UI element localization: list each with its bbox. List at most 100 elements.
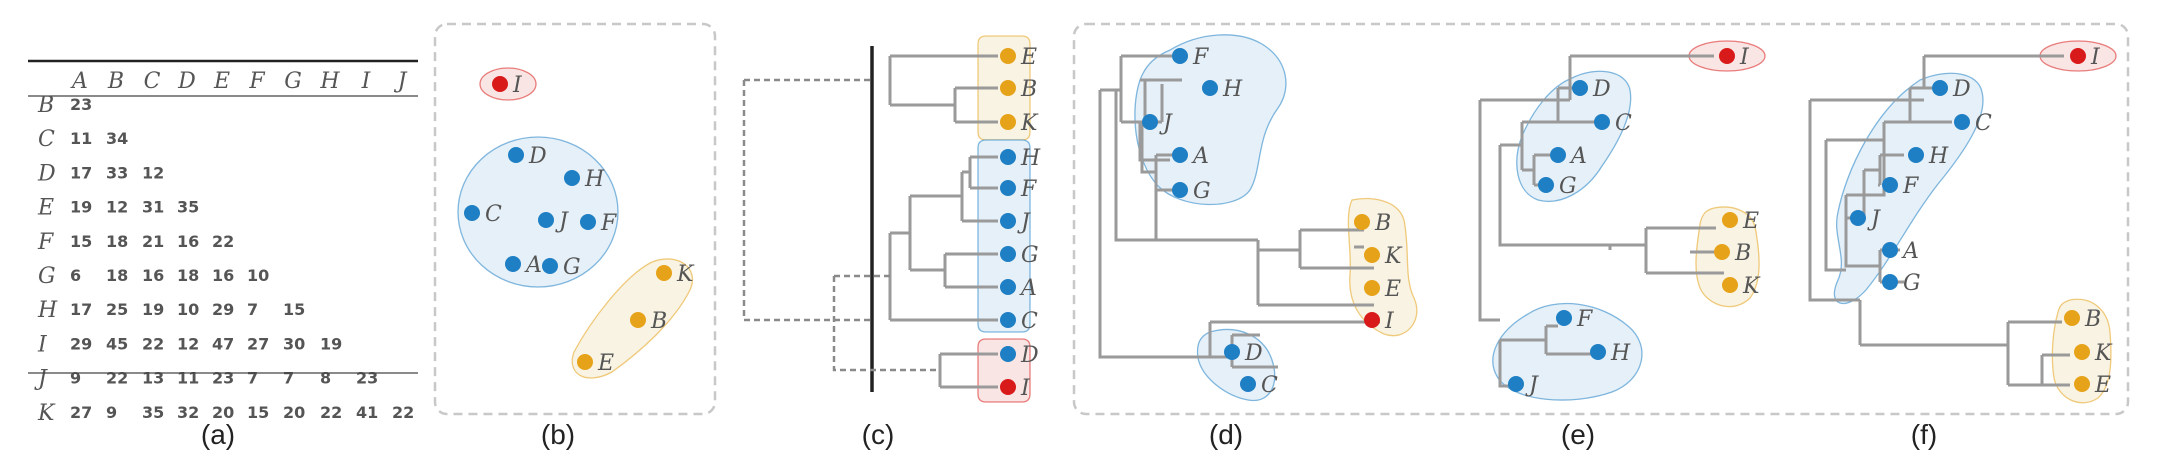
row-header: D xyxy=(37,161,56,186)
node-f-label: F xyxy=(600,211,617,236)
node-e-dot xyxy=(2074,376,2090,392)
node-k-dot xyxy=(1722,277,1738,293)
matrix-cell: 32 xyxy=(177,403,199,422)
node-h-label: H xyxy=(1222,77,1243,102)
node-j-dot xyxy=(538,212,554,228)
matrix-cell: 25 xyxy=(106,300,128,319)
caption-a: (a) xyxy=(201,419,235,450)
matrix-cell: 22 xyxy=(392,403,414,422)
cluster-blue-region xyxy=(1492,302,1643,401)
tree-edge xyxy=(1478,98,1570,322)
matrix-cell: 13 xyxy=(142,369,164,388)
dashed-link xyxy=(742,78,872,322)
node-a-dot xyxy=(1000,279,1016,295)
node-k-dot xyxy=(2074,344,2090,360)
node-i-label: I xyxy=(1739,45,1750,70)
node-g-dot xyxy=(542,258,558,274)
tree-edge xyxy=(1556,86,1598,124)
matrix-cell: 34 xyxy=(106,129,128,148)
node-f-dot xyxy=(580,214,596,230)
node-e-label: E xyxy=(1020,45,1037,70)
node-d-label: D xyxy=(1952,77,1971,102)
node-h-dot xyxy=(1202,80,1218,96)
node-g-dot xyxy=(1000,246,1016,262)
matrix-cell: 18 xyxy=(106,232,128,251)
node-f-label: F xyxy=(1576,307,1593,332)
node-b-label: B xyxy=(2084,307,2101,332)
node-a-label: A xyxy=(524,253,542,278)
matrix-cell: 17 xyxy=(70,300,92,319)
tree-edge xyxy=(1208,320,1380,357)
matrix-cell: 19 xyxy=(320,334,342,353)
node-k-label: K xyxy=(676,262,695,287)
matrix-cell: 29 xyxy=(70,334,92,353)
matrix-cell: 16 xyxy=(142,266,164,285)
matrix-cell: 33 xyxy=(106,163,128,182)
node-j-dot xyxy=(1508,376,1524,392)
matrix-cell: 11 xyxy=(70,129,92,148)
node-b-label: B xyxy=(1374,211,1391,236)
node-g-dot xyxy=(1882,274,1898,290)
node-a-dot xyxy=(1882,242,1898,258)
matrix-cell: 47 xyxy=(212,334,234,353)
node-b-label: B xyxy=(650,309,667,334)
node-j-dot xyxy=(1142,114,1158,130)
tree-edge xyxy=(1140,120,1156,174)
column-header: E xyxy=(213,69,230,94)
node-k-label: K xyxy=(2094,341,2113,366)
row-header: C xyxy=(38,127,55,152)
column-header: B xyxy=(107,69,124,94)
tree-edge xyxy=(1568,54,1714,100)
caption-d: (d) xyxy=(1209,419,1243,450)
node-a-dot xyxy=(1172,147,1188,163)
matrix-cell: 7 xyxy=(283,369,294,388)
node-i-dot xyxy=(2070,48,2086,64)
row-header: B xyxy=(37,93,54,118)
matrix-cell: 15 xyxy=(70,232,92,251)
node-g-label: G xyxy=(1559,174,1577,199)
row-header: F xyxy=(37,230,54,255)
node-h-dot xyxy=(564,170,580,186)
tree-edge xyxy=(1908,86,1952,124)
node-k-dot xyxy=(656,265,672,281)
matrix-cell: 12 xyxy=(177,334,199,353)
tree-edge xyxy=(1824,138,1884,272)
node-j-label: J xyxy=(555,209,569,234)
node-e-dot xyxy=(577,354,593,370)
node-h-dot xyxy=(1590,344,1606,360)
node-f-label: F xyxy=(1902,174,1919,199)
node-g-label: G xyxy=(1193,179,1211,204)
node-j-label: J xyxy=(1017,210,1031,235)
matrix-cell: 9 xyxy=(70,369,81,388)
tree-edge xyxy=(1498,143,1610,247)
node-c-dot xyxy=(1954,114,1970,130)
matrix-cell: 15 xyxy=(283,300,305,319)
node-d-label: D xyxy=(1592,77,1611,102)
node-f-dot xyxy=(1556,310,1572,326)
tree-edge xyxy=(1644,226,1724,275)
node-d-dot xyxy=(1224,344,1240,360)
node-k-label: K xyxy=(1020,111,1039,136)
node-b-label: B xyxy=(1734,241,1751,266)
matrix-cell: 9 xyxy=(106,403,117,422)
column-header: I xyxy=(361,69,372,94)
matrix-cell: 19 xyxy=(70,198,92,217)
matrix-cell: 12 xyxy=(142,163,164,182)
matrix-cell: 12 xyxy=(106,198,128,217)
node-b-dot xyxy=(2064,310,2080,326)
row-header: H xyxy=(37,298,58,323)
matrix-cell: 18 xyxy=(106,266,128,285)
caption-c: (c) xyxy=(862,419,895,450)
column-header: A xyxy=(70,69,88,94)
matrix-cell: 17 xyxy=(70,163,92,182)
matrix-cell: 23 xyxy=(212,369,234,388)
node-a-label: A xyxy=(1191,144,1209,169)
matrix-cell: 20 xyxy=(283,403,305,422)
tree-edge xyxy=(1114,90,1156,242)
node-c-label: C xyxy=(1261,373,1278,398)
node-h-label: H xyxy=(1928,144,1949,169)
node-a-dot xyxy=(505,256,521,272)
